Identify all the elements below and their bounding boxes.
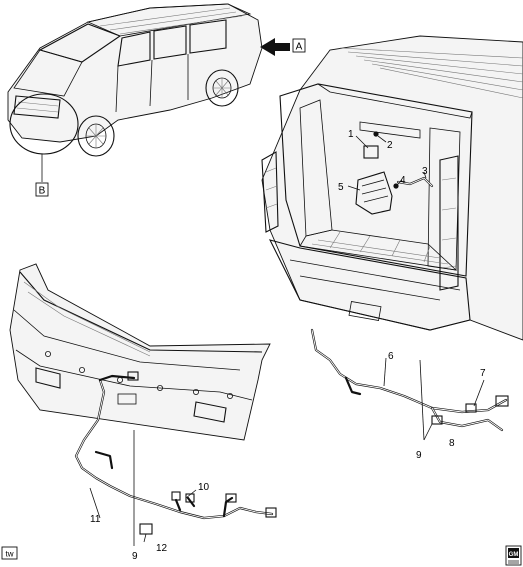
view-b-highlight-circle bbox=[9, 93, 79, 155]
view-b-label-box: B bbox=[35, 182, 49, 197]
tw-tag: tw bbox=[1, 546, 18, 560]
view-label-b: B bbox=[39, 186, 46, 197]
rear-cargo-view bbox=[261, 35, 523, 341]
front-bumper-view bbox=[9, 263, 271, 441]
callout-3: 3 bbox=[422, 166, 428, 177]
view-a-arrow: A bbox=[260, 38, 306, 56]
callout-1: 1 bbox=[348, 129, 354, 140]
callout-5: 5 bbox=[338, 182, 344, 193]
callout-2: 2 bbox=[387, 140, 393, 151]
tw-tag-text: tw bbox=[6, 550, 14, 559]
callout-7: 7 bbox=[480, 368, 486, 379]
gm-logo: GM bbox=[505, 545, 522, 566]
parking-sensor-holes bbox=[45, 350, 233, 399]
vehicle-overview bbox=[7, 3, 263, 182]
callout-4: 4 bbox=[400, 175, 406, 186]
callout-9-front: 9 bbox=[132, 551, 138, 562]
view-label-a: A bbox=[296, 42, 303, 53]
front-wheel bbox=[77, 115, 115, 157]
rear-wheel bbox=[205, 69, 239, 107]
callout-12: 12 bbox=[156, 543, 168, 554]
callout-9-rear: 9 bbox=[416, 450, 422, 461]
callout-10: 10 bbox=[198, 482, 210, 493]
callout-11: 11 bbox=[90, 514, 101, 525]
rear-wiring-harness bbox=[310, 328, 509, 441]
front-wiring-harness bbox=[74, 371, 277, 546]
callout-labels: 1 2 3 4 5 6 7 8 9 10 11 12 9 bbox=[89, 129, 486, 562]
callout-8: 8 bbox=[449, 438, 455, 449]
gm-logo-text: GM bbox=[509, 552, 519, 558]
callout-6: 6 bbox=[388, 351, 394, 362]
module-assembly bbox=[355, 131, 434, 215]
